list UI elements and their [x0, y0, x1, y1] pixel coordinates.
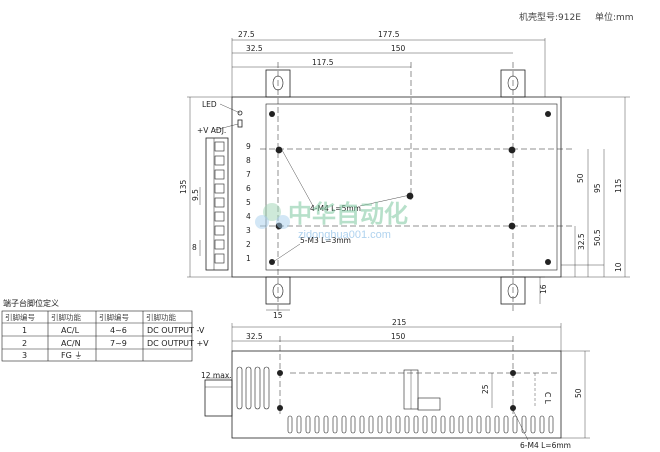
pin-table-cell: 4~6 — [110, 326, 127, 335]
pin-table-cell: DC OUTPUT -V — [147, 326, 205, 335]
pin-table-header: 引脚编号 — [99, 312, 129, 322]
terminal-number: 1 — [246, 254, 251, 263]
pin-table-header: 引脚功能 — [146, 312, 176, 322]
mount-ear-bottom-left — [265, 276, 291, 305]
pin-table-cell: AC/N — [61, 339, 81, 348]
terminal-numbers: 9 8 7 6 5 4 3 2 1 — [246, 142, 251, 263]
pin-table-cell: 3 — [22, 351, 27, 360]
terminal-block — [205, 137, 229, 271]
dim-150: 150 — [391, 44, 406, 53]
top-view — [187, 38, 630, 312]
pin-table-cell: 7~9 — [110, 339, 127, 348]
watermark: 中华自动化 zidonghua001.com — [255, 200, 408, 241]
dim-25: 25 — [481, 384, 490, 394]
side-view — [204, 323, 590, 441]
model-label: 机壳型号:912E — [519, 11, 581, 23]
dim-15: 15 — [273, 311, 283, 320]
mount-ear-top-left — [265, 69, 291, 98]
side-view-holes — [277, 370, 516, 411]
dim-32-5: 32.5 — [246, 44, 263, 53]
terminal-number: 3 — [246, 226, 251, 235]
side-view-body — [231, 350, 562, 439]
pin-table-header: 引脚编号 — [5, 312, 35, 322]
dim-177-5: 177.5 — [378, 30, 400, 39]
dim-115: 115 — [614, 178, 623, 193]
pin-table-title: 端子台脚位定义 — [3, 298, 59, 308]
dim-150-side: 150 — [391, 332, 406, 341]
side-view-terminal — [204, 379, 233, 417]
mount-ear-bottom-right — [500, 276, 526, 305]
dim-27-5: 27.5 — [238, 30, 255, 39]
pin-table-cell: 1 — [22, 326, 27, 335]
pin-table-cell: DC OUTPUT +V — [147, 339, 209, 348]
unit-label: 单位:mm — [595, 11, 634, 23]
dim-10: 10 — [614, 262, 623, 272]
vadj-label: +V ADJ. — [197, 126, 226, 135]
m3-screw-label: 5-M3 L=3mm — [300, 236, 351, 245]
terminal-number: 7 — [246, 170, 251, 179]
dim-135: 135 — [179, 179, 188, 194]
pin-table: 端子台脚位定义 引脚编号 引脚功能 引脚编号 引脚功能 1 AC/L 4~6 D… — [1, 298, 209, 362]
watermark-logo-icon — [263, 203, 281, 221]
terminal-number: 9 — [246, 142, 251, 151]
dim-32-5-right: 32.5 — [577, 233, 586, 250]
dim-215: 215 — [392, 318, 407, 327]
pin-table-cell: AC/L — [61, 326, 80, 335]
mount-ear-top-right — [500, 69, 526, 98]
watermark-url: zidonghua001.com — [298, 229, 391, 241]
max-label: 12 max. — [201, 371, 232, 380]
dim-50-side: 50 — [574, 388, 583, 398]
watermark-text: 中华自动化 — [288, 200, 408, 228]
dim-95: 95 — [593, 183, 602, 193]
pin-table-header: 引脚功能 — [51, 312, 81, 322]
dim-32-5-side: 32.5 — [246, 332, 263, 341]
m4-screw-label: 4-M4 L=5mm — [310, 204, 361, 213]
terminal-number: 6 — [246, 184, 251, 193]
top-view-body — [231, 96, 562, 278]
terminal-number: 4 — [246, 212, 251, 221]
pin-table-cell: FG ⏚ — [61, 351, 82, 360]
terminal-number: 5 — [246, 198, 251, 207]
top-view-inner-plate — [265, 103, 558, 271]
dim-50: 50 — [576, 173, 585, 183]
screw-label: 6-M4 L=6mm — [520, 441, 571, 450]
dim-16: 16 — [539, 284, 548, 294]
dim-50-5: 50.5 — [593, 229, 602, 246]
pin-table-cell: 2 — [22, 339, 27, 348]
dim-117-5: 117.5 — [312, 58, 334, 67]
led-label: LED — [202, 100, 217, 109]
dim-9-5: 9.5 — [191, 189, 200, 201]
center-line-label: C L — [543, 392, 552, 405]
terminal-number: 2 — [246, 240, 251, 249]
terminal-number: 8 — [246, 156, 251, 165]
dim-8: 8 — [192, 243, 197, 252]
